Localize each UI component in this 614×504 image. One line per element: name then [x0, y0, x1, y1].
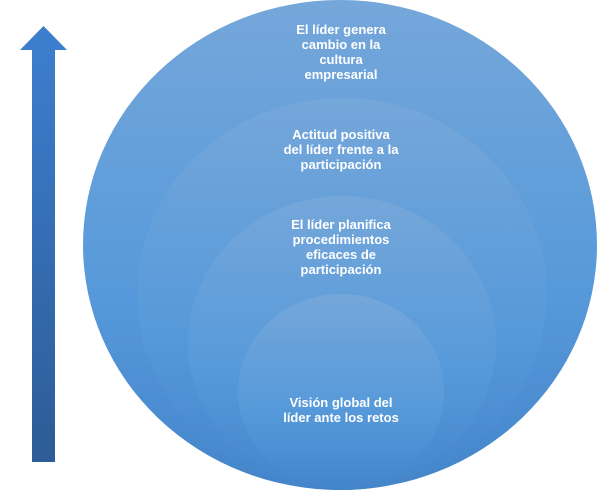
label-line: El líder genera	[296, 22, 386, 37]
circle-level-4	[238, 294, 444, 490]
label-line: líder ante los retos	[283, 410, 399, 425]
upward-arrow	[20, 26, 67, 462]
level-3-label: El líder planifica procedimientos eficac…	[241, 217, 441, 277]
label-line: cultura	[319, 52, 363, 67]
label-line: eficaces de	[305, 247, 377, 262]
label-line: del líder frente a la	[283, 142, 399, 157]
label-line: El líder planifica	[291, 217, 391, 232]
level-1-label: El líder genera cambio en la cultura emp…	[241, 22, 441, 82]
level-2-label: Actitud positiva del líder frente a la p…	[241, 127, 441, 172]
label-line: Visión global del	[289, 395, 393, 410]
label-line: empresarial	[304, 67, 378, 82]
label-line: participación	[300, 157, 382, 172]
label-line: cambio en la	[301, 37, 381, 52]
level-4-label: Visión global del líder ante los retos	[241, 395, 441, 425]
label-line: participación	[300, 262, 382, 277]
label-line: procedimientos	[292, 232, 390, 247]
label-line: Actitud positiva	[292, 127, 390, 142]
